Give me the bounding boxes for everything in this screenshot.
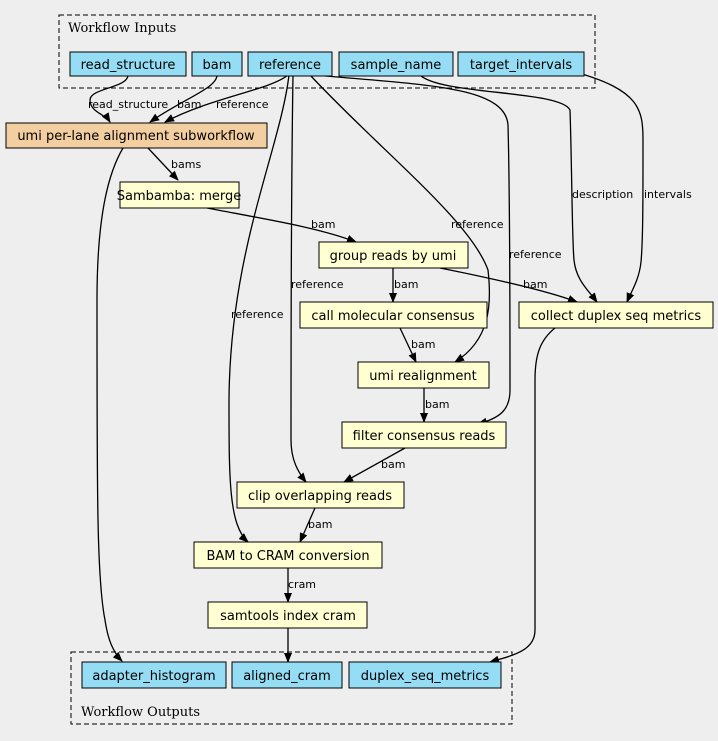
edge-label-bams: bams [171, 158, 201, 171]
edge-label-consensus-realign: bam [411, 338, 435, 351]
node-call-consensus[interactable]: call molecular consensus [299, 301, 488, 329]
node-clip-overlapping-label: clip overlapping reads [248, 489, 392, 504]
input-reference-label: reference [259, 58, 321, 73]
edge-label-description: description [572, 188, 633, 201]
node-sambamba-merge-label: Sambamba: merge [117, 189, 242, 204]
edge-sample-name [419, 74, 598, 303]
input-bam-label: bam [203, 58, 232, 73]
edge-label-cram: cram [288, 578, 316, 591]
output-duplex-seq-metrics-label: duplex_seq_metrics [361, 669, 490, 684]
input-read-structure-label: read_structure [81, 58, 176, 73]
edge-label-ref-realign: reference [451, 218, 504, 231]
edge-label-group-consensus: bam [394, 278, 418, 291]
node-umi-realignment[interactable]: umi realignment [357, 361, 490, 389]
node-filter-consensus[interactable]: filter consensus reads [341, 421, 507, 449]
edge-bam [149, 74, 218, 123]
input-target-intervals-label: target_intervals [470, 58, 573, 73]
node-group-reads[interactable]: group reads by umi [318, 241, 469, 269]
edge-label-reference: reference [216, 98, 269, 111]
edge-reference-alignment [164, 74, 289, 123]
node-call-consensus-label: call molecular consensus [311, 309, 475, 324]
edge-target-intervals [574, 71, 644, 303]
output-duplex-seq-metrics[interactable]: duplex_seq_metrics [348, 661, 502, 689]
input-sample-name-label: sample_name [351, 58, 442, 73]
input-reference[interactable]: reference [247, 51, 333, 77]
input-nodes: read_structure bam reference sample_name… [69, 51, 585, 77]
node-index-cram-label: samtools index cram [220, 609, 356, 624]
input-sample-name[interactable]: sample_name [338, 51, 454, 77]
node-collect-duplex[interactable]: collect duplex seq metrics [518, 301, 714, 329]
workflow-inputs-label: Workflow Inputs [68, 21, 176, 36]
edge-filter-clip [343, 447, 406, 483]
edge-label-merge-bam: bam [311, 218, 335, 231]
edge-reference-clip [290, 74, 307, 483]
edges [89, 71, 644, 664]
output-adapter-histogram[interactable]: adapter_histogram [81, 661, 227, 689]
edge-label-filter-clip: bam [381, 458, 405, 471]
edge-read-structure [89, 74, 129, 123]
edge-label-realign-filter: bam [425, 398, 449, 411]
workflow-outputs-label: Workflow Outputs [81, 705, 200, 720]
edge-label-clip-cram: bam [308, 518, 332, 531]
edge-consensus-realign [399, 327, 417, 363]
output-adapter-histogram-label: adapter_histogram [92, 669, 215, 684]
edge-label-read-structure: read_structure [88, 98, 168, 111]
node-umi-alignment[interactable]: umi per-lane alignment subworkflow [5, 122, 268, 149]
input-bam[interactable]: bam [191, 51, 243, 77]
node-group-reads-label: group reads by umi [330, 249, 457, 264]
node-filter-consensus-label: filter consensus reads [353, 429, 496, 444]
node-clip-overlapping[interactable]: clip overlapping reads [236, 481, 405, 509]
output-aligned-cram-label: aligned_cram [243, 669, 331, 684]
output-aligned-cram[interactable]: aligned_cram [231, 661, 343, 689]
node-index-cram[interactable]: samtools index cram [207, 601, 368, 629]
edge-reference-cram [228, 74, 290, 543]
edge-adapter-histogram [96, 147, 124, 662]
node-bam-to-cram[interactable]: BAM to CRAM conversion [193, 541, 383, 569]
node-collect-duplex-label: collect duplex seq metrics [531, 309, 702, 324]
workflow-outputs-cluster: Workflow Outputs [70, 651, 513, 725]
edge-duplex-metrics [489, 327, 556, 664]
edge-label-ref-clip: reference [291, 278, 344, 291]
edge-merge-group [206, 207, 357, 243]
edge-label-ref-filter: reference [509, 248, 562, 261]
edge-label-bam: bam [177, 98, 201, 111]
output-nodes: adapter_histogram aligned_cram duplex_se… [81, 661, 502, 689]
edge-clip-cram [299, 507, 316, 543]
input-read-structure[interactable]: read_structure [69, 51, 187, 77]
input-target-intervals[interactable]: target_intervals [457, 51, 585, 77]
edge-reference-realign [309, 74, 491, 363]
edge-bams [147, 147, 179, 181]
node-umi-realignment-label: umi realignment [369, 369, 476, 384]
edge-label-ref-cram: reference [231, 308, 284, 321]
edge-labels: read_structure bam reference bams descri… [88, 98, 692, 591]
node-sambamba-merge[interactable]: Sambamba: merge [117, 181, 242, 209]
edge-group-duplex [439, 267, 578, 303]
edge-label-group-duplex: bam [523, 278, 547, 291]
edge-reference-filter [314, 74, 511, 426]
node-bam-to-cram-label: BAM to CRAM conversion [206, 549, 369, 564]
workflow-inputs-cluster: Workflow Inputs [58, 14, 596, 89]
step-nodes: umi per-lane alignment subworkflow Samba… [5, 122, 714, 629]
edge-label-intervals: intervals [644, 188, 692, 201]
node-umi-alignment-label: umi per-lane alignment subworkflow [17, 129, 255, 144]
